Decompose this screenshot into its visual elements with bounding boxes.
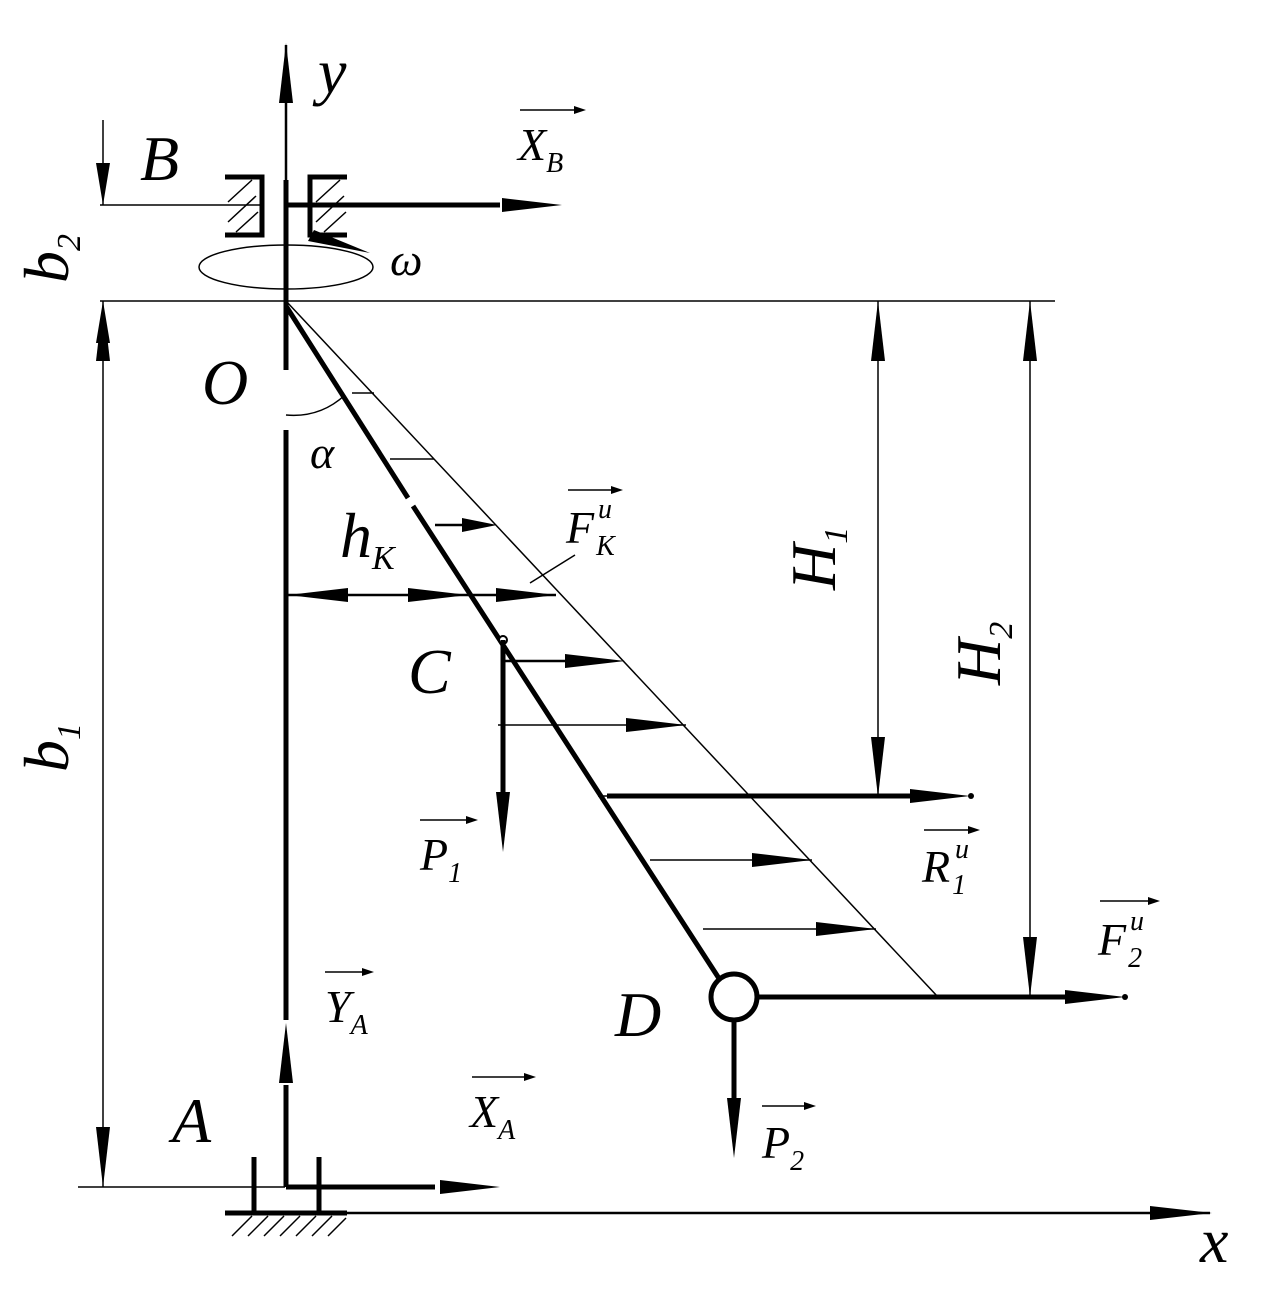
distributed-arrows [435, 518, 876, 936]
dimension-b1 [96, 301, 110, 1187]
label-alpha: α [310, 427, 335, 478]
reference-lines [78, 204, 1055, 1188]
svg-text:b2: b2 [11, 234, 88, 283]
reaction-xa-arrow [440, 1180, 500, 1194]
label-p1: P1 [419, 829, 462, 889]
label-b2: b2 [11, 234, 88, 283]
x-axis [225, 1206, 1212, 1220]
label-o: O [202, 347, 248, 418]
svg-text:H2: H2 [943, 622, 1020, 686]
label-fk: FK [565, 502, 616, 562]
reaction-xb-arrow [286, 198, 562, 212]
svg-text:b1: b1 [11, 723, 88, 772]
inertia-distribution [285, 300, 939, 998]
label-a: A [168, 1085, 212, 1156]
angle-alpha-arc [285, 394, 346, 417]
label-f2-sup: u [1130, 906, 1144, 937]
force-r1-arrow [607, 789, 974, 803]
label-hk: hK [340, 500, 397, 577]
dimension-hk [286, 588, 556, 602]
vertical-shaft [283, 180, 435, 1190]
label-y: y [312, 36, 347, 107]
label-r1-sup: u [955, 834, 969, 865]
reaction-ya-arrow [279, 1023, 293, 1083]
label-f2: F2 [1097, 914, 1142, 974]
label-b1: b1 [11, 723, 88, 772]
label-c: C [408, 636, 452, 707]
label-x: x [1199, 1205, 1228, 1276]
label-h2: H2 [943, 622, 1020, 686]
joint-d [708, 971, 760, 1023]
support-a [225, 1157, 347, 1237]
svg-text:H1: H1 [778, 527, 855, 591]
force-p1-arrow [496, 640, 510, 852]
rotation-omega-arrow [198, 230, 374, 290]
label-xa: XA [468, 1086, 516, 1146]
inclined-rod [283, 304, 723, 982]
dimension-h1 [871, 301, 885, 797]
label-p2: P2 [761, 1117, 804, 1177]
label-fk-sup: u [598, 494, 612, 525]
force-f2-arrow [757, 990, 1128, 1004]
label-d: D [614, 979, 661, 1050]
label-b: B [140, 123, 179, 194]
dimension-h2 [1023, 301, 1037, 997]
label-h1: H1 [778, 527, 855, 591]
vector-bars [325, 106, 1160, 1110]
label-ya: YA [325, 981, 369, 1041]
label-omega: ω [390, 234, 422, 285]
force-p2-arrow [727, 1020, 741, 1158]
label-r1: R1 [921, 841, 966, 901]
label-xb: XB [516, 119, 563, 179]
